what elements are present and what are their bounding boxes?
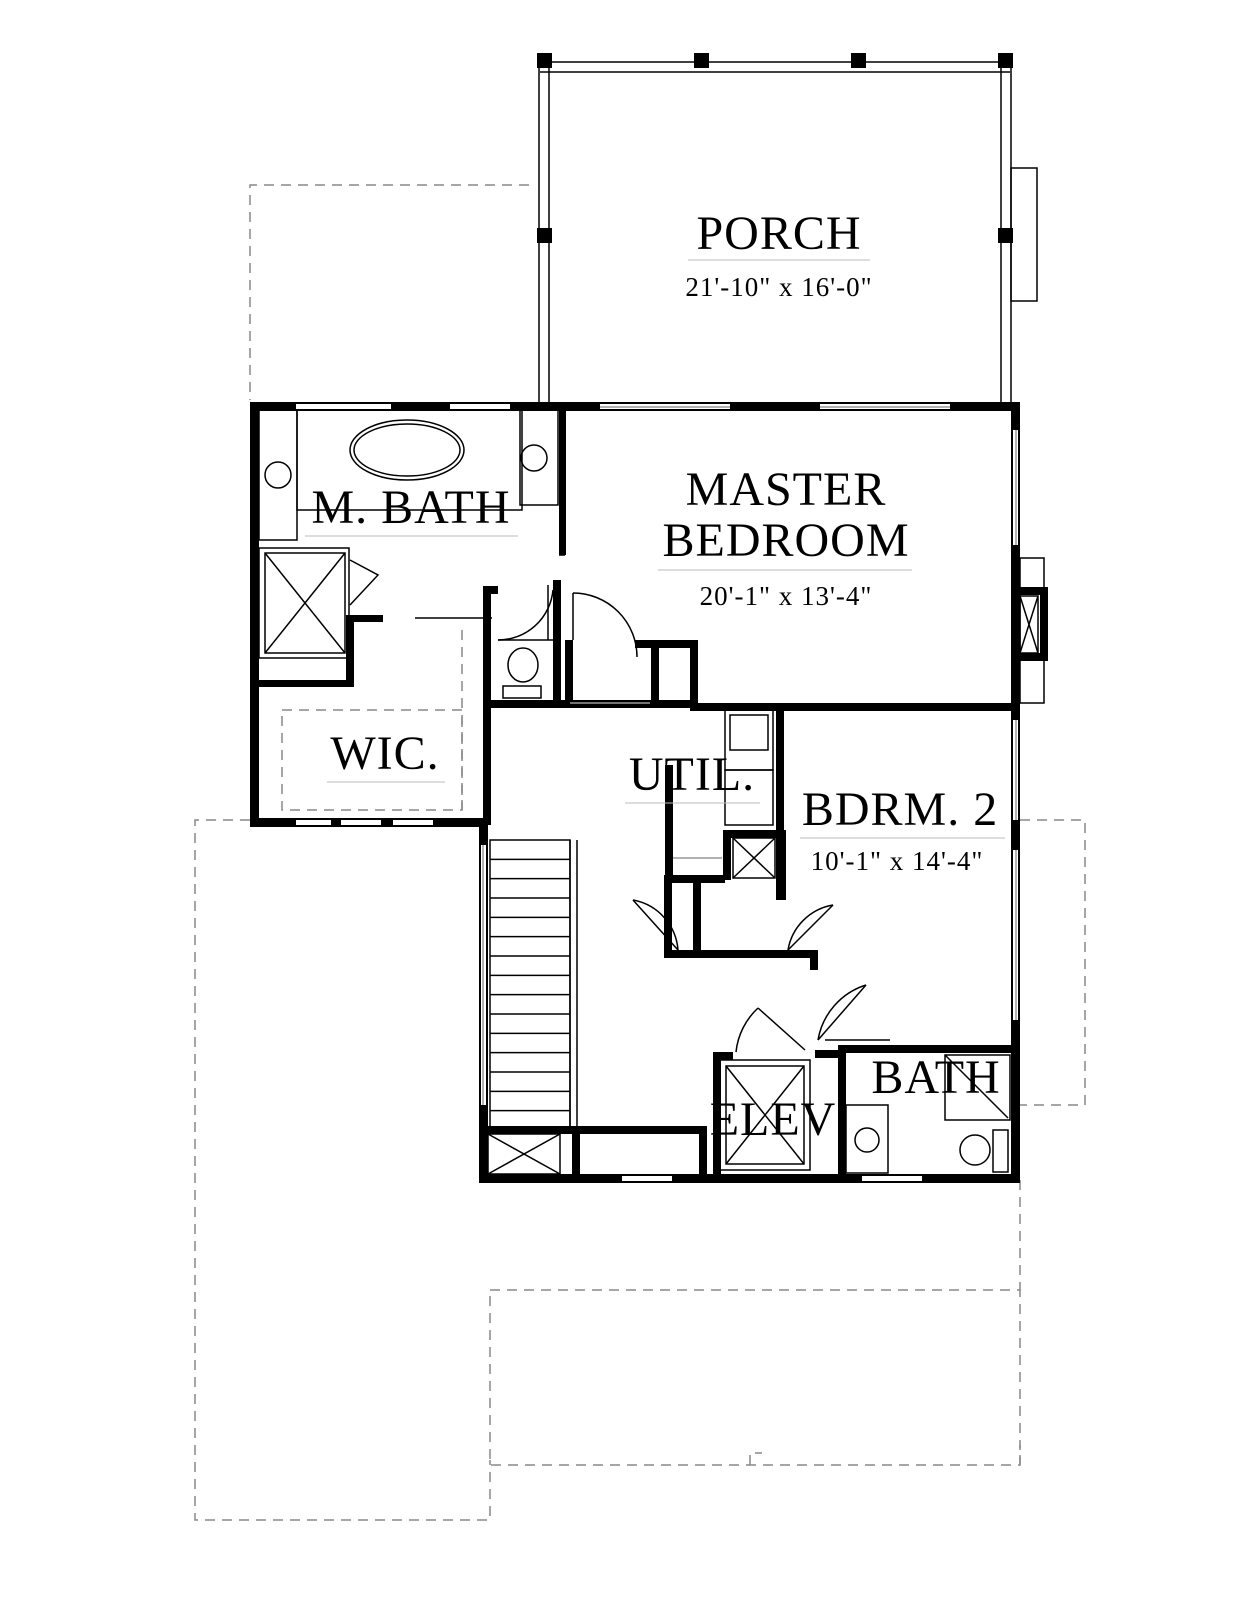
stair-treads <box>490 858 570 1112</box>
master-bath-name: M. BATH <box>311 481 510 534</box>
bedroom2-name: BDRM. 2 <box>802 783 998 836</box>
porch-structure <box>537 53 1038 405</box>
porch-name: PORCH <box>696 207 861 260</box>
master-bedroom-name-line1: MASTER <box>686 463 887 516</box>
dashed-outlines <box>194 184 1086 1521</box>
master-bedroom-name-line2: BEDROOM <box>662 514 909 567</box>
master-bedroom-dimensions: 20'-1" x 13'-4" <box>700 581 873 611</box>
wic-name: WIC. <box>330 727 439 780</box>
bedroom2-dimensions: 10'-1" x 14'-4" <box>811 846 984 876</box>
util-name: UTIL. <box>629 748 755 801</box>
bath-name: BATH <box>871 1051 1000 1104</box>
fixtures <box>258 409 1039 1175</box>
room-labels: PORCH 21'-10" x 16'-0" M. BATH MASTER BE… <box>305 207 1005 1146</box>
windows <box>296 404 1018 1181</box>
porch-dimensions: 21'-10" x 16'-0" <box>685 272 872 302</box>
doors <box>415 554 890 1053</box>
elevator-name: ELEV <box>710 1093 837 1146</box>
